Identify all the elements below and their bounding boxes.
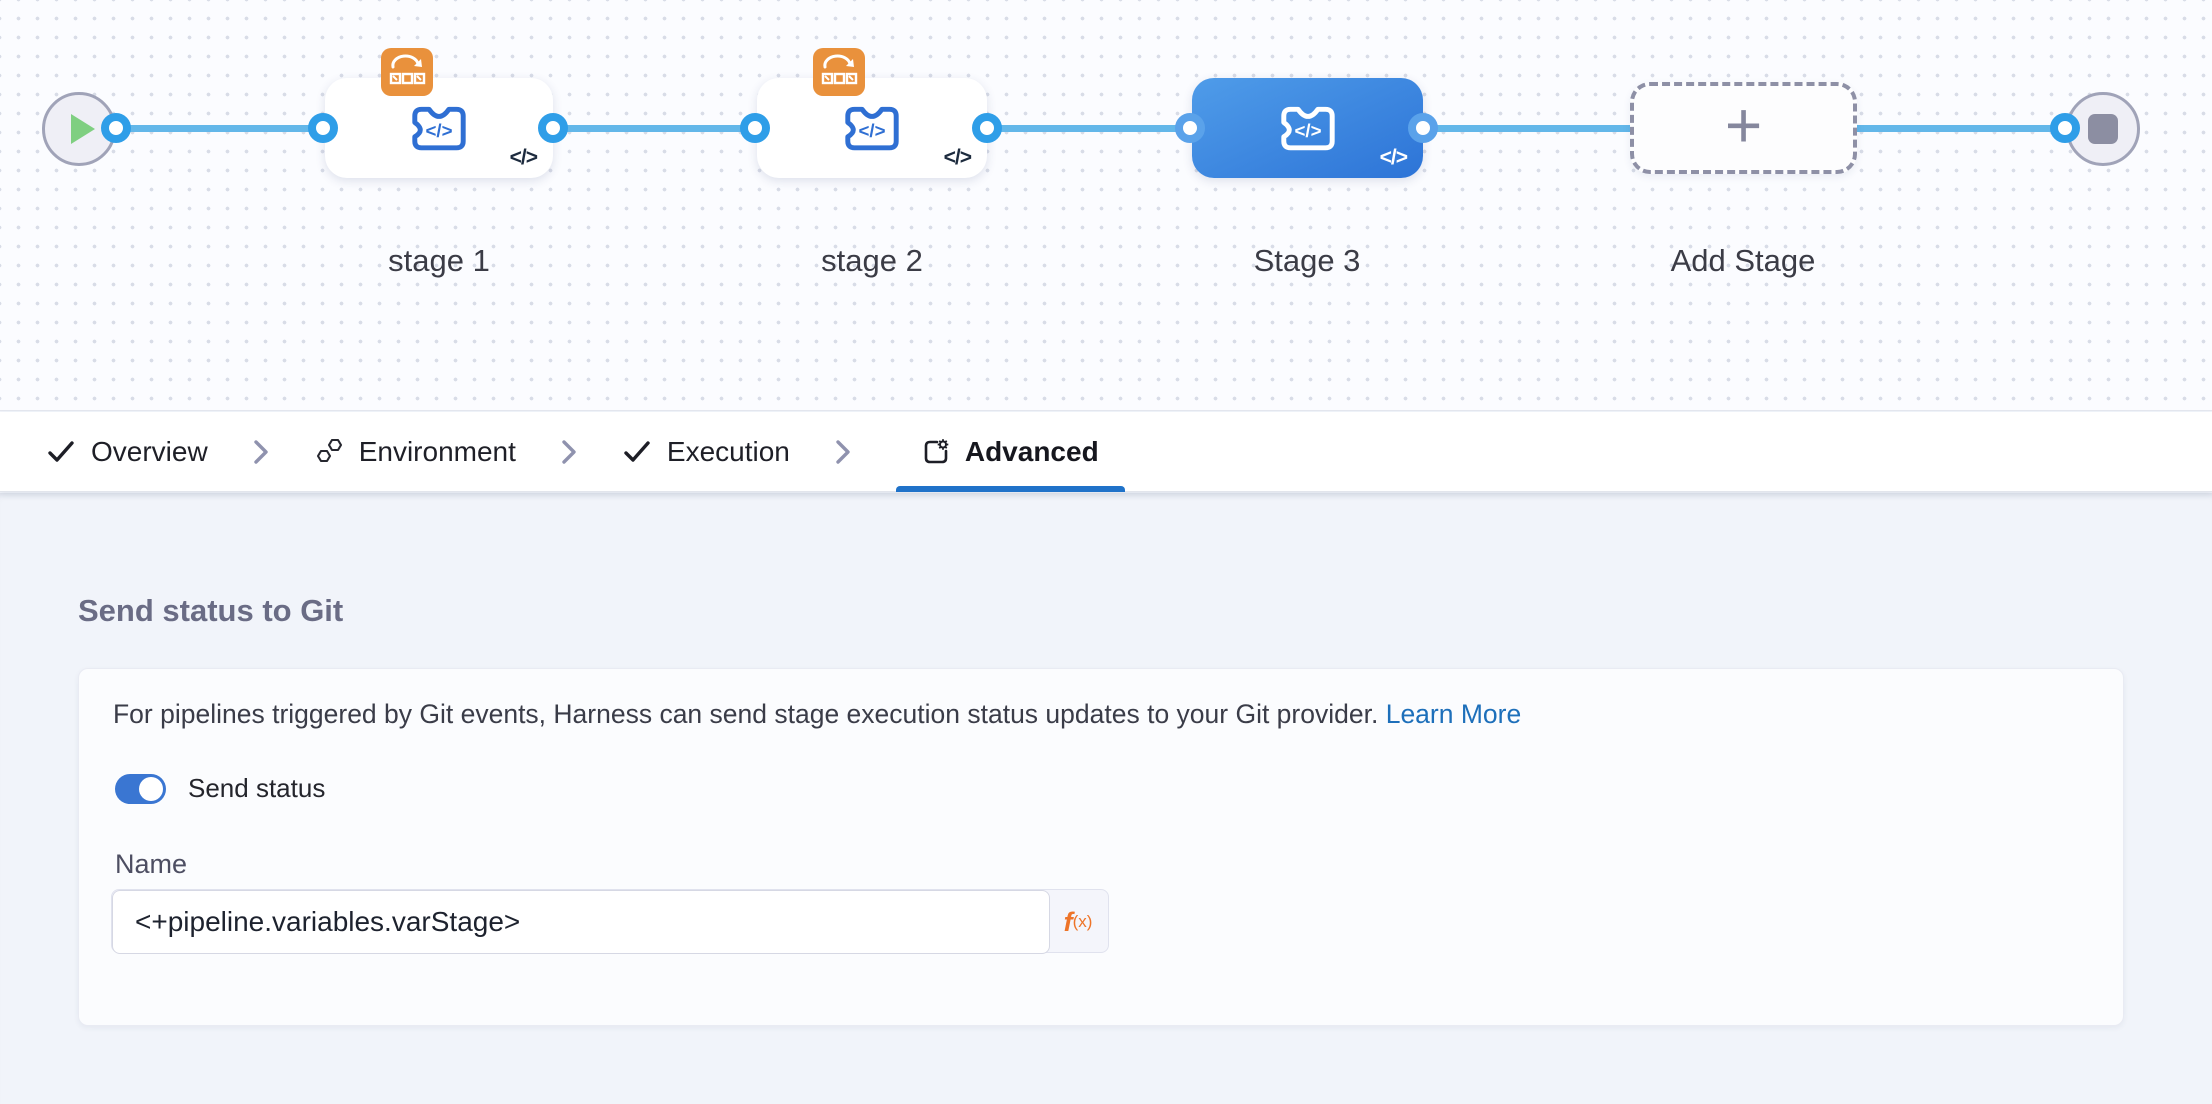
port-stage3-in[interactable] <box>1175 113 1205 143</box>
svg-text:</>: </> <box>1294 120 1321 141</box>
pipeline-canvas[interactable]: </> </> </> </> </> </> <box>0 0 2212 411</box>
stage-label: Stage 3 <box>1253 243 1361 278</box>
yaml-code-glyph: </> <box>509 146 538 169</box>
stage-node-2[interactable]: </> </> <box>757 48 987 178</box>
pipeline-start-node <box>42 92 116 166</box>
port-stage1-in[interactable] <box>308 113 338 143</box>
check-icon <box>48 440 74 462</box>
send-status-toggle[interactable] <box>115 773 166 804</box>
port-stage3-out[interactable] <box>1408 113 1438 143</box>
name-input[interactable] <box>112 890 1050 954</box>
advanced-settings-icon <box>922 438 950 466</box>
learn-more-link[interactable]: Learn More <box>1385 699 1522 729</box>
chevron-right-icon <box>558 438 580 466</box>
port-stage1-out[interactable] <box>538 113 568 143</box>
stage-node-1[interactable]: </> </> <box>325 48 553 178</box>
yaml-code-glyph: </> <box>943 146 972 169</box>
port-stage2-in[interactable] <box>740 113 770 143</box>
tab-overview[interactable]: Overview <box>46 412 208 492</box>
tab-environment[interactable]: Environment <box>314 412 516 492</box>
add-stage-label: Add Stage <box>1670 243 1816 278</box>
tab-advanced[interactable]: Advanced <box>895 412 1125 492</box>
tab-label: Advanced <box>964 435 1099 467</box>
toggle-label: Send status <box>188 773 326 803</box>
tab-label: Overview <box>91 435 208 467</box>
expression-fx-button[interactable]: f(x) <box>1048 890 1108 954</box>
play-icon <box>71 114 95 144</box>
description-body: For pipelines triggered by Git events, H… <box>113 699 1379 729</box>
send-status-card: For pipelines triggered by Git events, H… <box>78 668 2124 1026</box>
port-start-out[interactable] <box>101 113 131 143</box>
stage-code-icon: </> <box>1280 106 1335 151</box>
environment-icon <box>316 438 342 462</box>
rollback-squares-icon <box>389 54 426 85</box>
tab-label: Execution <box>666 435 790 467</box>
active-tab-underline <box>895 485 1125 492</box>
toggle-knob <box>139 776 163 801</box>
advanced-panel: Send status to Git For pipelines trigger… <box>0 493 2212 1104</box>
description-text: For pipelines triggered by Git events, H… <box>113 699 1521 730</box>
name-field-label: Name <box>115 849 188 879</box>
chevron-right-icon <box>250 438 272 466</box>
check-icon <box>624 440 650 462</box>
svg-text:</>: </> <box>858 120 885 141</box>
yaml-code-glyph: </> <box>1379 146 1408 169</box>
stage-config-tabbar: Overview Environment Execution <box>0 412 2212 492</box>
svg-text:</>: </> <box>425 120 452 141</box>
fx-f: f <box>1063 906 1073 937</box>
add-stage-button[interactable]: + <box>1630 82 1857 174</box>
template-badge-icon <box>381 48 433 96</box>
fx-sub: (x) <box>1072 912 1093 931</box>
tab-execution[interactable]: Execution <box>622 412 790 492</box>
port-stage2-out[interactable] <box>972 113 1002 143</box>
stage-node-3-selected[interactable]: </> </> <box>1192 78 1423 178</box>
stage-code-icon: </> <box>845 106 899 151</box>
name-input-group: f(x) <box>111 889 1109 954</box>
stage-code-icon: </> <box>412 106 466 151</box>
stage-label: stage 1 <box>388 243 490 278</box>
pipeline-connector-line <box>116 125 2065 132</box>
port-end-in[interactable] <box>2050 113 2080 143</box>
template-badge-icon <box>813 48 865 96</box>
stop-icon <box>2088 114 2118 144</box>
rollback-squares-icon <box>821 54 858 85</box>
chevron-right-icon <box>832 438 854 466</box>
stage-label: stage 2 <box>821 243 923 278</box>
section-title: Send status to Git <box>78 593 344 628</box>
tab-label: Environment <box>358 435 516 467</box>
